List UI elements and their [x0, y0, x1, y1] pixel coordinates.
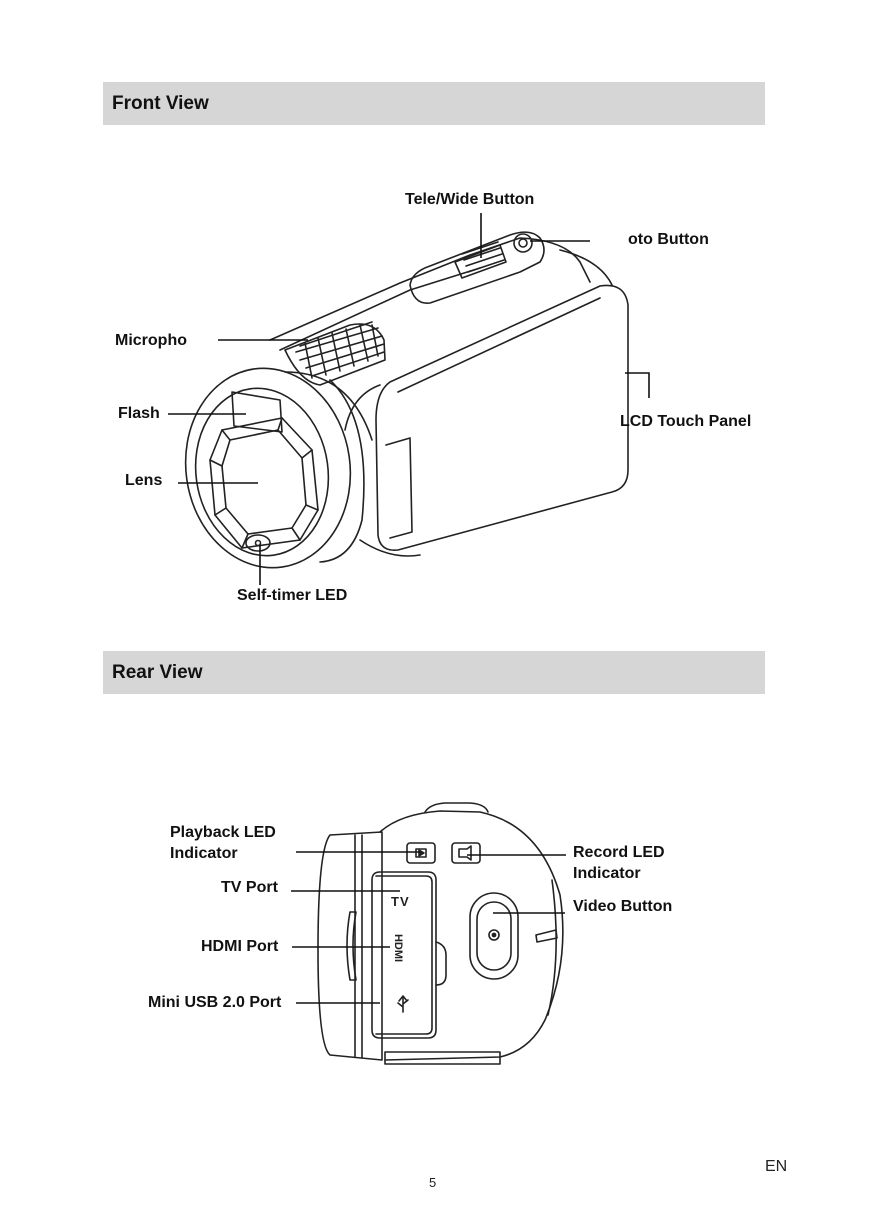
playback-led-label-line1: Playback LED — [170, 824, 276, 841]
flash-label: Flash — [118, 405, 160, 422]
lens-label: Lens — [125, 472, 163, 489]
front-view-header: Front View — [103, 82, 765, 125]
hdmi-port-mark: HDMI — [392, 933, 405, 963]
mini-usb-port-label: Mini USB 2.0 Port — [148, 994, 282, 1011]
photo-button-label: oto Button — [628, 231, 709, 248]
tele-wide-button-label: Tele/Wide Button — [405, 191, 535, 208]
playback-led-label-line2: Indicator — [170, 845, 238, 862]
front-view-title: Front View — [112, 93, 209, 114]
tv-port-mark: TV — [391, 894, 410, 909]
tv-port-label: TV Port — [221, 879, 278, 896]
self-timer-led-label: Self-timer LED — [237, 587, 348, 604]
lcd-touch-panel-label: LCD Touch Panel — [620, 413, 752, 430]
video-button-label: Video Button — [573, 898, 673, 915]
page-number: 5 — [429, 1175, 437, 1190]
microphone-label: Micropho — [115, 332, 187, 349]
camcorder-front-illustration — [168, 213, 650, 585]
rear-view-header: Rear View — [103, 651, 765, 694]
language-code: EN — [765, 1158, 788, 1175]
hdmi-port-label: HDMI Port — [201, 938, 279, 955]
record-led-label-line1: Record LED — [573, 844, 665, 861]
record-led-label-line2: Indicator — [573, 865, 641, 882]
rear-view-title: Rear View — [112, 662, 203, 683]
